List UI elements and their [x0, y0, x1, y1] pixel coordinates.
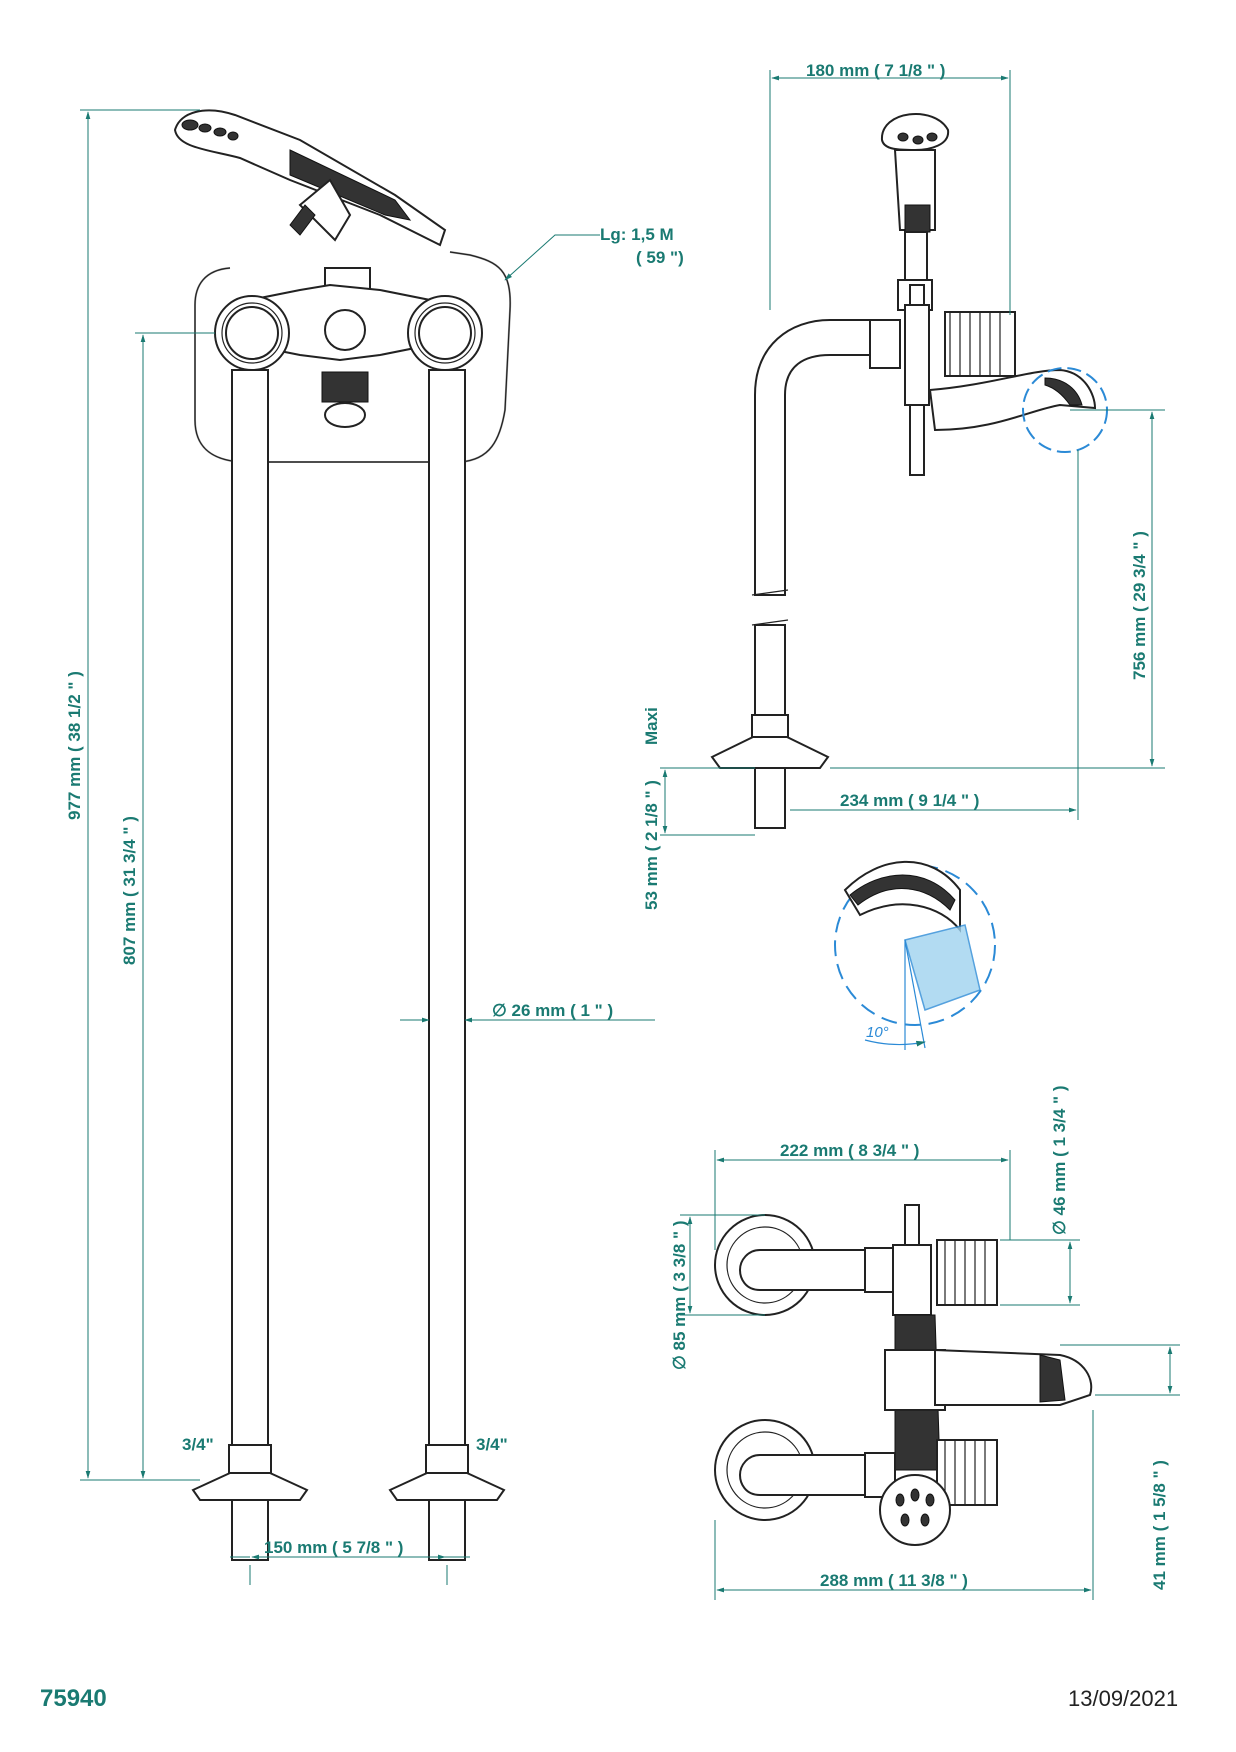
knob-diameter-label: ∅ 46 mm ( 1 3/4 " ) [1050, 1086, 1069, 1235]
spout-reach-label: 234 mm ( 9 1/4 " ) [840, 791, 979, 810]
height-total-label: 977 mm ( 38 1/2 " ) [65, 671, 84, 820]
side-view [660, 70, 1165, 836]
height-inlet-label: 807 mm ( 31 3/4 " ) [120, 816, 139, 965]
maxi-label: Maxi [642, 707, 661, 745]
hose-length-label: Lg: 1,5 M [600, 225, 674, 244]
center-distance-label: 150 mm ( 5 7/8 " ) [264, 1538, 403, 1557]
document-date: 13/09/2021 [1068, 1686, 1178, 1711]
spout-height-label: 756 mm ( 29 3/4 " ) [1130, 531, 1149, 680]
width-288-label: 288 mm ( 11 3/8 " ) [820, 1571, 968, 1590]
width-top-label: 180 mm ( 7 1/8 " ) [806, 61, 945, 80]
flange-diameter-label: ∅ 85 mm ( 3 3/8 " ) [670, 1221, 689, 1370]
threaded-length-label: 53 mm ( 2 1/8 " ) [642, 780, 661, 910]
spout-drop-label: 41 mm ( 1 5/8 " ) [1150, 1460, 1169, 1590]
thread-right-label: 3/4" [476, 1435, 508, 1454]
hose-length-inch-label: ( 59 ") [636, 248, 684, 267]
angle-detail [834, 860, 996, 1050]
pipe-diameter-label: ∅ 26 mm ( 1 " ) [492, 1001, 613, 1020]
left-pipe [191, 369, 309, 1561]
angle-label: 10° [866, 1024, 889, 1041]
mixer-body [214, 267, 483, 428]
thread-left-label: 3/4" [182, 1435, 214, 1454]
right-pipe [388, 369, 506, 1561]
top-view [680, 1150, 1180, 1600]
width-222-label: 222 mm ( 8 3/4 " ) [780, 1141, 919, 1160]
reference-number: 75940 [40, 1685, 107, 1712]
front-view [80, 109, 655, 1585]
hand-shower [173, 109, 447, 247]
